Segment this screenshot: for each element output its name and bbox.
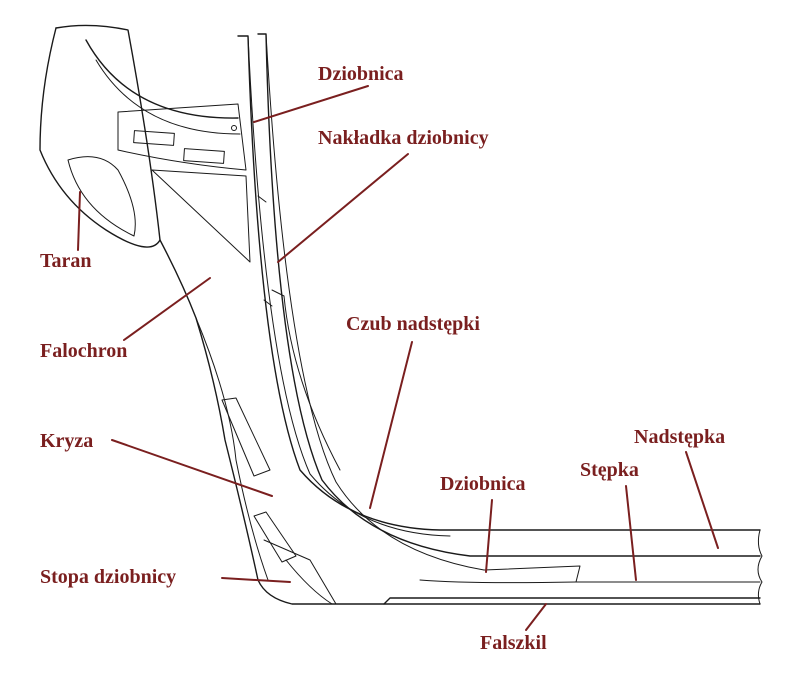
stem-inner <box>265 33 485 571</box>
apron-band <box>195 317 269 581</box>
hull-drawing <box>39 24 763 605</box>
stem-foot-inner <box>285 559 333 605</box>
apron-piece-1 <box>221 397 271 477</box>
leader-falszkil <box>525 603 547 631</box>
keel-break-edge <box>757 529 763 605</box>
breakwater-slot-2 <box>183 148 225 164</box>
label-kryza: Kryza <box>40 430 93 452</box>
leader-dziobnica-top <box>253 85 369 123</box>
ram-wedge <box>67 156 136 237</box>
leader-dziobnica-bottom <box>485 499 493 573</box>
leader-stopa <box>221 577 291 583</box>
leader-nakladka <box>277 153 409 263</box>
leader-kryza <box>111 439 273 497</box>
breakwater-arc-inner <box>95 59 241 135</box>
apron-piece-2 <box>253 511 297 563</box>
breakwater-rivet <box>231 125 237 131</box>
stem-outer <box>237 35 761 531</box>
leader-nadstepka <box>685 451 719 549</box>
leader-falochron <box>123 277 211 341</box>
label-stepka: Stępka <box>580 459 639 481</box>
labels: Dziobnica Nakładka dziobnicy Taran Faloc… <box>40 63 725 654</box>
stem-tick-2 <box>263 299 273 307</box>
label-czub-nadstepki: Czub nadstępki <box>346 313 480 335</box>
leader-lines <box>77 85 719 631</box>
leader-czub-nadstepki <box>369 341 413 509</box>
breakwater-plate <box>117 103 247 171</box>
breakwater-arc-outer <box>85 39 239 119</box>
label-nakladka-dziobnicy: Nakładka dziobnicy <box>318 127 489 149</box>
stem-band-2 <box>257 33 761 557</box>
label-falochron: Falochron <box>40 340 127 362</box>
leader-stepka <box>625 485 637 581</box>
breakwater-slot-1 <box>133 130 175 146</box>
label-falszkil: Falszkil <box>480 632 547 654</box>
leader-taran <box>77 191 81 251</box>
label-dziobnica-bottom: Dziobnica <box>440 473 526 495</box>
label-dziobnica-top: Dziobnica <box>318 63 404 85</box>
label-nadstepka: Nadstępka <box>634 426 725 448</box>
stem-foot <box>263 539 337 605</box>
label-taran: Taran <box>40 250 92 272</box>
stem-tick-1 <box>257 195 267 203</box>
label-stopa-dziobnicy: Stopa dziobnicy <box>40 566 176 588</box>
bow-frame <box>151 169 251 263</box>
false-keel <box>383 597 761 605</box>
stem-inner-2 <box>271 289 341 471</box>
ram-outline <box>39 27 161 248</box>
keelson-line <box>419 579 577 584</box>
stem-band-1 <box>247 35 451 537</box>
keel-line-upper <box>483 565 761 583</box>
